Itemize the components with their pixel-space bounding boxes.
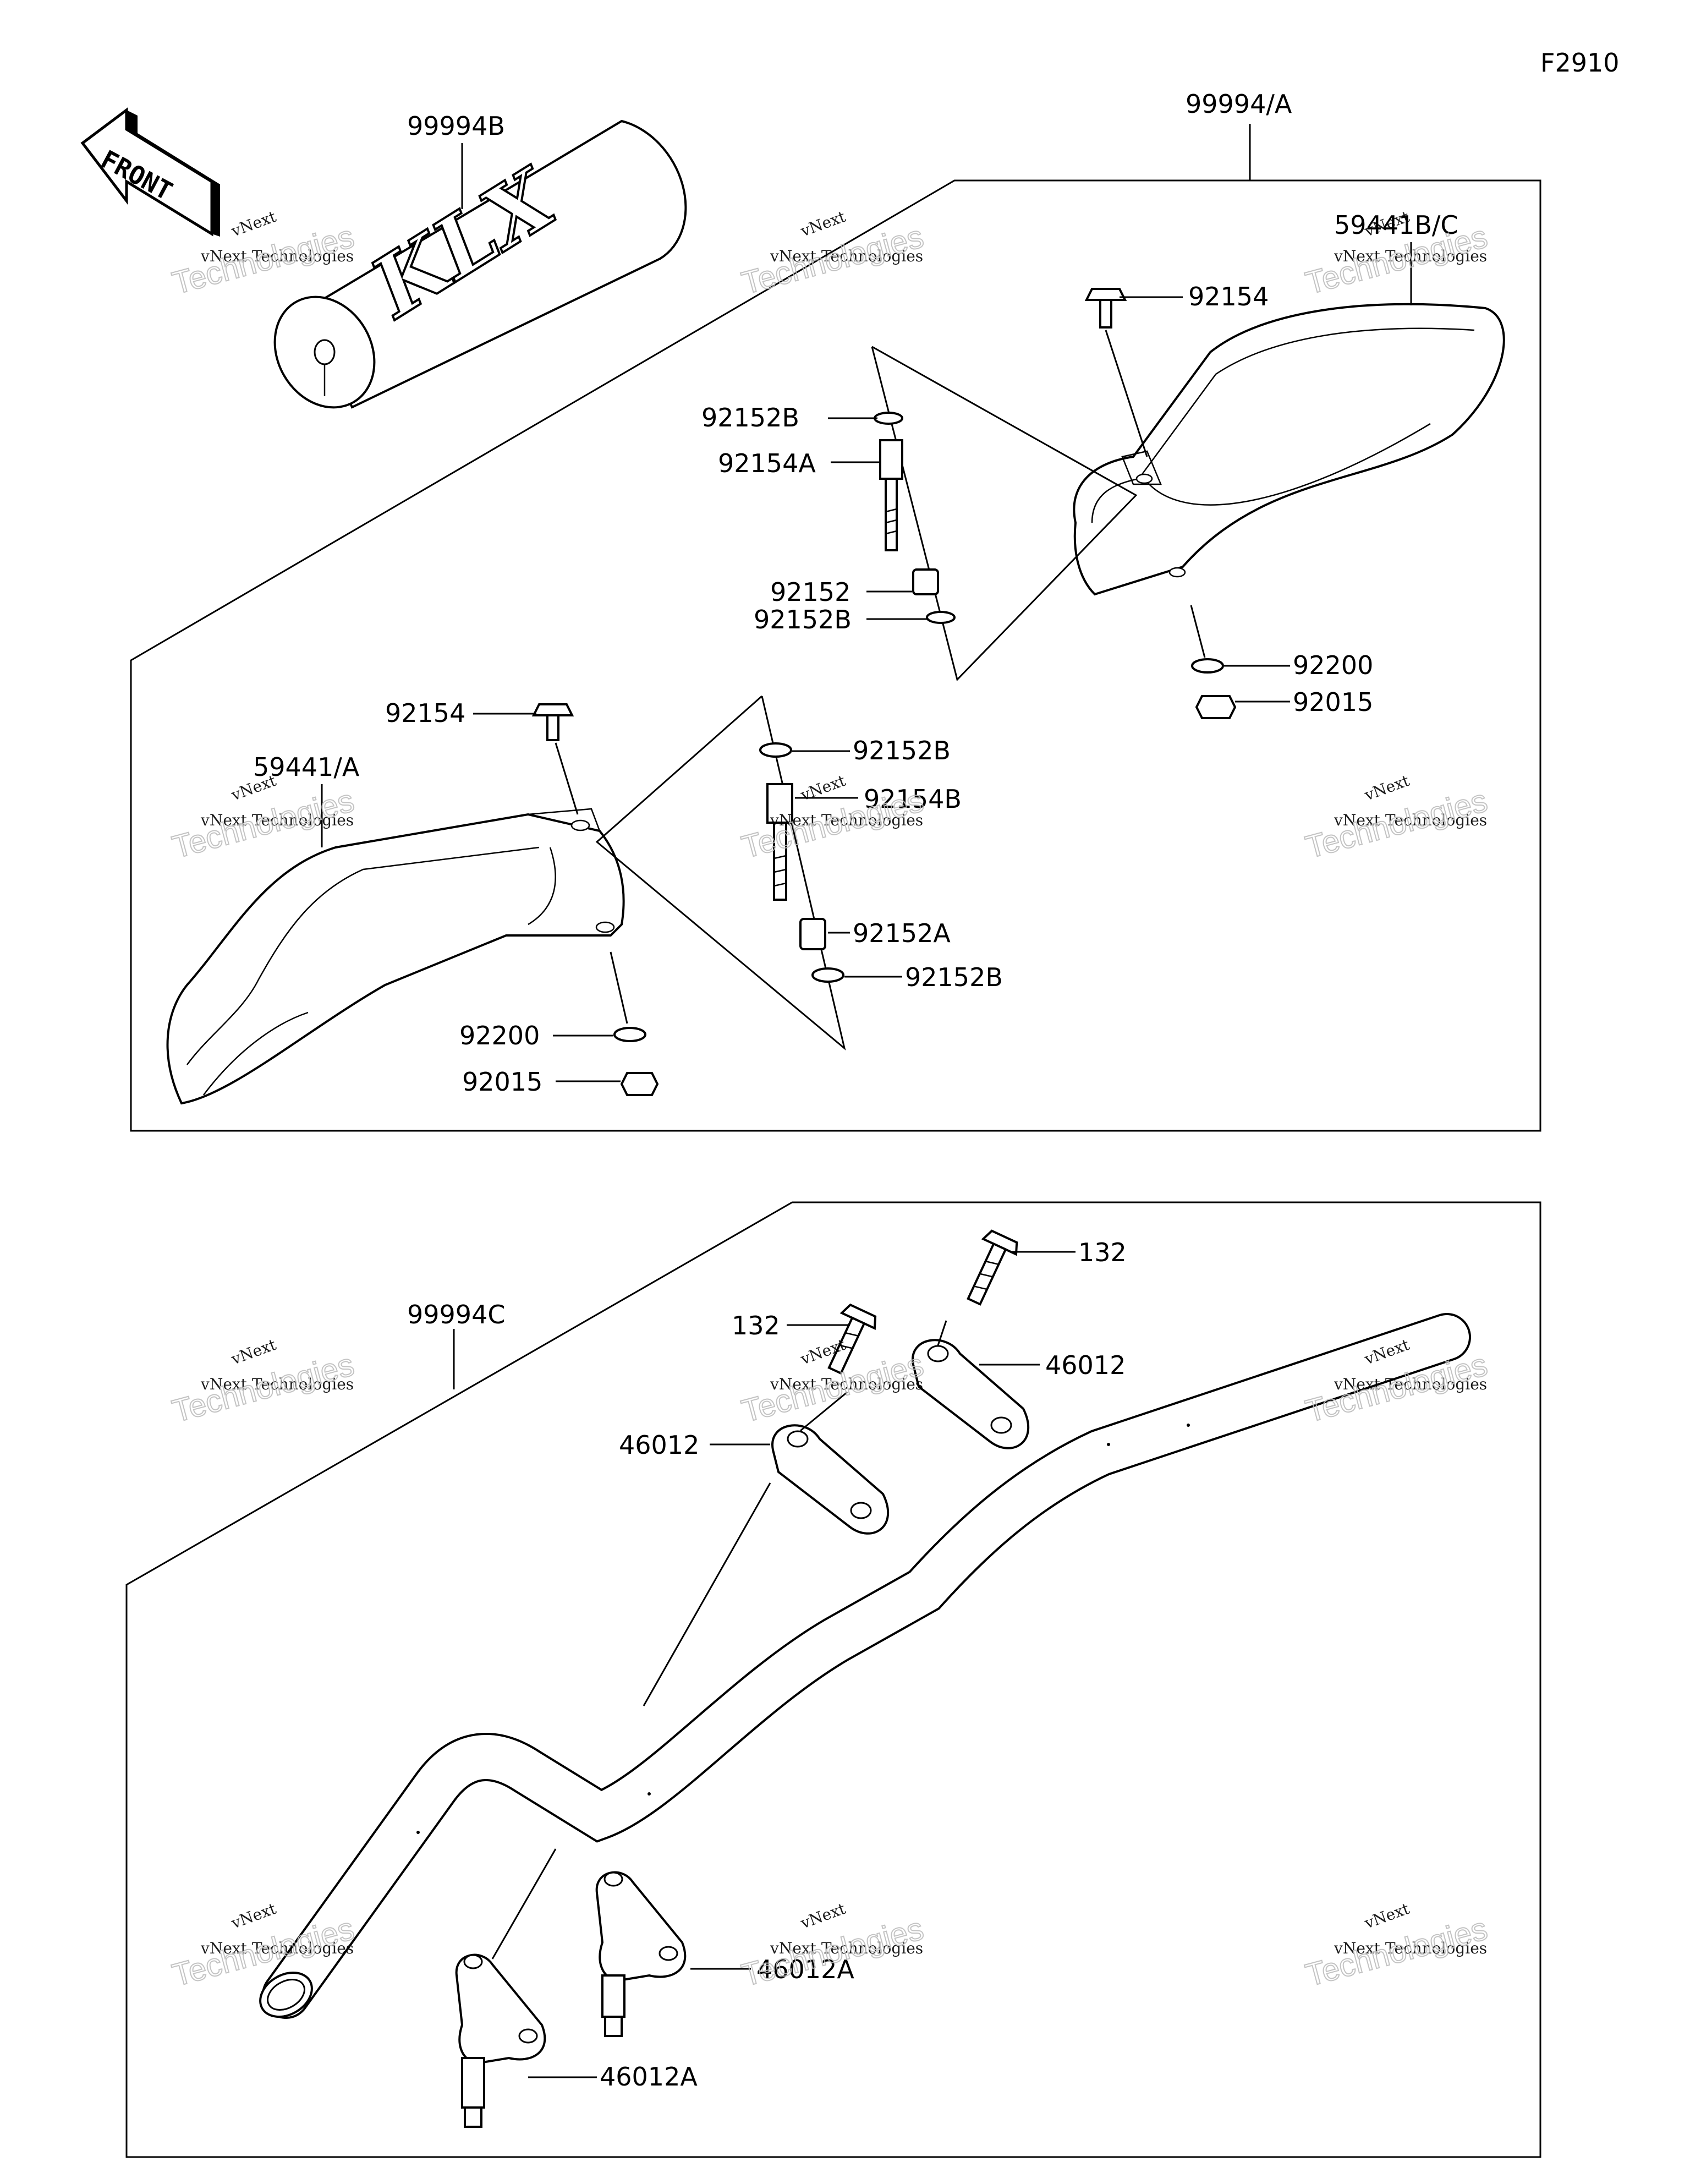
callout-92200-left: 92200 <box>459 1021 540 1050</box>
riser-46012A-right <box>595 1871 687 2037</box>
svg-text:vNext: vNext <box>228 1335 279 1369</box>
callout-92154A: 92154A <box>718 448 816 478</box>
callout-99994C: 99994C <box>407 1300 505 1329</box>
nut-92015-right <box>1195 695 1237 719</box>
clamp-bolt-right <box>967 1229 1018 1306</box>
svg-text:vNext Technologies: vNext Technologies <box>1334 1375 1487 1393</box>
svg-text:Technologies: Technologies <box>1302 1911 1491 1993</box>
collar-92152 <box>912 568 939 595</box>
svg-text:vNext Technologies: vNext Technologies <box>770 247 923 265</box>
right-bolt <box>1084 288 1127 329</box>
front-arrow-icon: FRONT <box>80 107 220 237</box>
riser-46012A-left <box>455 1953 546 2128</box>
svg-text:vNext: vNext <box>228 1900 279 1933</box>
callout-92154-right: 92154 <box>1188 282 1269 311</box>
callout-92152A: 92152A <box>853 918 951 948</box>
washer-92152B-upper <box>874 412 903 425</box>
washer-92152B-left-lower <box>811 967 844 983</box>
collar-92152A <box>799 918 826 950</box>
clamp-bolt-left <box>827 1303 877 1375</box>
figure-code: F2910 <box>1540 48 1620 78</box>
svg-text:vNext Technologies: vNext Technologies <box>1334 247 1487 265</box>
washer-92200-left <box>613 1027 646 1042</box>
stud-92154B <box>766 783 793 901</box>
svg-text:vNext Technologies: vNext Technologies <box>200 811 354 829</box>
svg-text:Technologies: Technologies <box>169 218 358 301</box>
stud-92154A <box>879 439 903 551</box>
callout-92015-right: 92015 <box>1293 687 1373 717</box>
callout-92152B-2: 92152B <box>754 605 852 634</box>
callout-92152B-1: 92152B <box>701 403 799 433</box>
callout-92015-left: 92015 <box>462 1067 542 1097</box>
svg-text:vNext: vNext <box>798 207 848 240</box>
callout-46012A-right: 46012A <box>756 1955 854 1984</box>
callout-92200-right: 92200 <box>1293 650 1373 680</box>
nut-92015-left <box>620 1072 659 1096</box>
svg-text:Technologies: Technologies <box>169 1346 358 1429</box>
handlebar-kit-frame <box>125 1201 1541 2158</box>
washer-92152B-left-upper <box>759 742 792 758</box>
svg-text:Technologies: Technologies <box>738 218 928 301</box>
callout-59441BC: 59441B/C <box>1334 210 1458 240</box>
left-bolt <box>531 703 574 741</box>
svg-text:vNext Technologies: vNext Technologies <box>770 1375 923 1393</box>
handguard-kit-frame <box>130 179 1541 1132</box>
callout-132-right: 132 <box>1078 1238 1127 1267</box>
callout-132-left: 132 <box>732 1311 780 1340</box>
callout-99994A: 99994/A <box>1186 89 1292 119</box>
washer-92152B-lower <box>926 611 956 624</box>
svg-text:vNext Technologies: vNext Technologies <box>1334 811 1487 829</box>
washer-92200-right <box>1191 658 1224 674</box>
callout-46012-left: 46012 <box>619 1430 699 1460</box>
svg-text:vNext: vNext <box>228 207 279 240</box>
bar-pad: KLX <box>273 119 687 409</box>
svg-text:vNext: vNext <box>1362 771 1412 804</box>
svg-text:vNext: vNext <box>1362 1900 1412 1933</box>
callout-92154-left: 92154 <box>385 698 465 728</box>
callout-92152B-3: 92152B <box>853 736 951 765</box>
svg-text:vNext Technologies: vNext Technologies <box>200 1375 354 1393</box>
svg-text:Technologies: Technologies <box>169 1911 358 1993</box>
svg-text:vNext Technologies: vNext Technologies <box>1334 1939 1487 1957</box>
callout-59441A: 59441/A <box>253 752 360 782</box>
callout-46012-right: 46012 <box>1045 1350 1126 1380</box>
svg-text:vNext Technologies: vNext Technologies <box>770 1939 923 1957</box>
callout-46012A-left: 46012A <box>600 2062 698 2092</box>
svg-text:Technologies: Technologies <box>1302 782 1491 865</box>
callout-92152: 92152 <box>770 577 851 607</box>
left-handguard <box>166 808 625 1105</box>
svg-text:vNext: vNext <box>798 1900 848 1933</box>
svg-text:vNext Technologies: vNext Technologies <box>770 811 923 829</box>
callout-99994B: 99994B <box>407 111 505 141</box>
clamp-46012-left <box>771 1424 890 1535</box>
svg-text:vNext: vNext <box>798 771 848 804</box>
callout-92152B-4: 92152B <box>905 962 1003 992</box>
right-handguard <box>1073 303 1505 596</box>
callout-92154B: 92154B <box>864 784 962 814</box>
clamp-46012-right <box>912 1339 1030 1449</box>
svg-text:vNext Technologies: vNext Technologies <box>200 247 354 265</box>
handlebar <box>259 1313 1471 2019</box>
svg-text:vNext Technologies: vNext Technologies <box>200 1939 354 1957</box>
